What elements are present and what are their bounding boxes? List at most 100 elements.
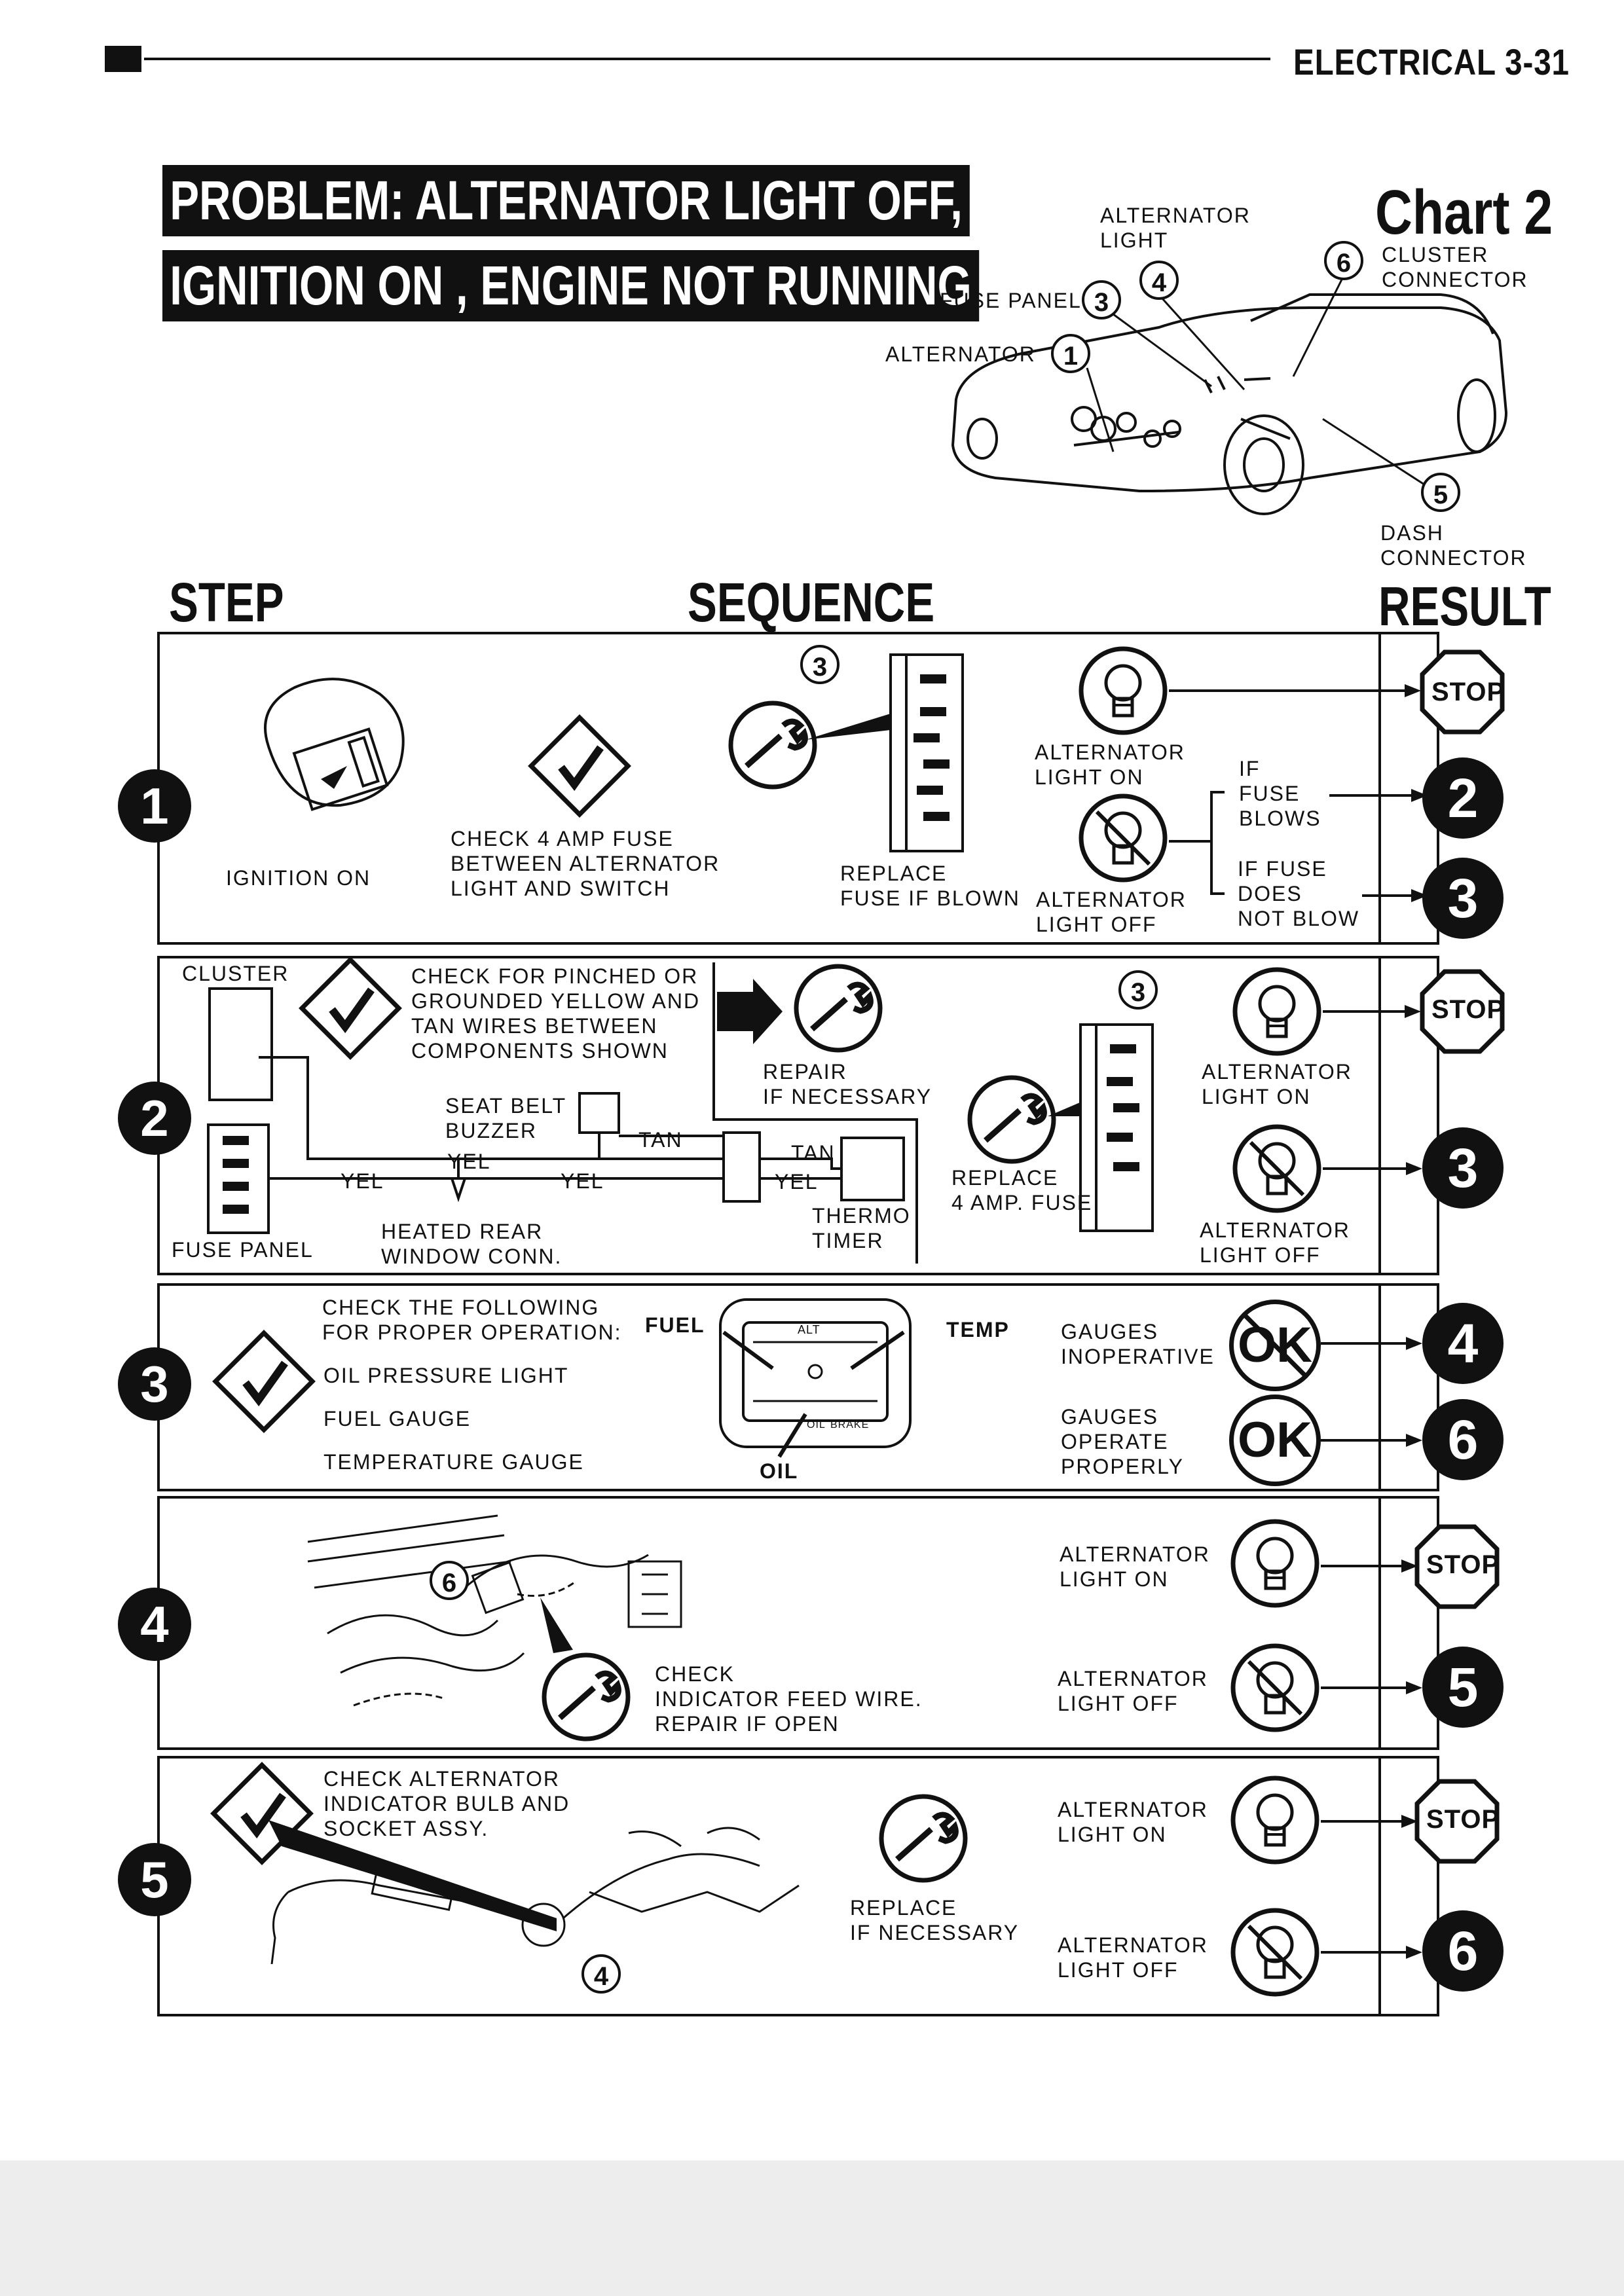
step-5-light-on-text: ALTERNATOR LIGHT ON bbox=[1058, 1798, 1208, 1846]
step-2-light-off-text: ALTERNATOR LIGHT OFF bbox=[1200, 1218, 1350, 1267]
step-1-number: 1 bbox=[118, 769, 191, 843]
callout-6: 6 bbox=[1324, 241, 1363, 280]
step-1-light-on-text: ALTERNATOR LIGHT ON bbox=[1035, 740, 1185, 789]
header-rule bbox=[144, 58, 1270, 60]
locator-alternator-label: ALTERNATOR bbox=[885, 342, 1036, 366]
step-2-wiring-diagram bbox=[207, 962, 918, 1264]
problem-title-line-2: IGNITION ON , ENGINE NOT RUNNING bbox=[162, 250, 979, 321]
bulb-socket-illustration bbox=[268, 1820, 800, 1965]
fuse-panel-label: FUSE PANEL bbox=[172, 1238, 314, 1262]
result-divider bbox=[1378, 956, 1381, 1273]
step-1-replace-text: REPLACE FUSE IF BLOWN bbox=[840, 862, 1020, 910]
step-5-light-off-text: ALTERNATOR LIGHT OFF bbox=[1058, 1933, 1208, 1982]
stop-sign-icon bbox=[1414, 1779, 1500, 1864]
bulb-on-icon bbox=[1230, 1519, 1320, 1608]
step-5-number: 5 bbox=[118, 1843, 191, 1916]
bulb-on-icon bbox=[1232, 967, 1321, 1056]
step-5-callout: 4 bbox=[581, 1954, 621, 1994]
step-4-result-5: 5 bbox=[1422, 1647, 1504, 1728]
step-5-result-arrows bbox=[1321, 1815, 1422, 1959]
result-divider bbox=[1378, 1756, 1381, 2014]
step-2-number: 2 bbox=[118, 1082, 191, 1155]
step-1-result-stop: STOP bbox=[1431, 678, 1505, 706]
stop-sign-icon bbox=[1414, 1524, 1500, 1609]
callout-5: 5 bbox=[1421, 473, 1460, 512]
callout-1: 1 bbox=[1051, 334, 1090, 373]
step-1-check-text: CHECK 4 AMP FUSE BETWEEN ALTERNATOR LIGH… bbox=[451, 827, 720, 900]
gauges-operate-text: GAUGES OPERATE PROPERLY bbox=[1061, 1405, 1184, 1478]
tan-wire-label-1: TAN bbox=[638, 1128, 683, 1152]
step-3-check-text: CHECK THE FOLLOWING FOR PROPER OPERATION… bbox=[322, 1296, 622, 1344]
callout-3: 3 bbox=[1082, 280, 1121, 319]
checkmark-diamond-icon bbox=[528, 714, 631, 818]
stop-sign-icon bbox=[1420, 969, 1505, 1054]
step-1-panel bbox=[157, 632, 1439, 945]
wrench-icon bbox=[967, 1075, 1056, 1164]
step-1-if-fuse-blows: IF FUSE BLOWS bbox=[1239, 757, 1321, 830]
cross-out-icon bbox=[1244, 1314, 1306, 1377]
step-4-light-off-text: ALTERNATOR LIGHT OFF bbox=[1058, 1667, 1208, 1715]
bulb-off-icon bbox=[1079, 793, 1168, 883]
step-2-result-stop: STOP bbox=[1431, 995, 1505, 1024]
problem-title-line-1: PROBLEM: ALTERNATOR LIGHT OFF, bbox=[162, 165, 970, 236]
thermo-timer-label: THERMO TIMER bbox=[812, 1204, 911, 1252]
step-5-check-text: CHECK ALTERNATOR INDICATOR BULB AND SOCK… bbox=[323, 1767, 570, 1840]
bulb-on-icon bbox=[1230, 1776, 1320, 1865]
step-4-light-on-text: ALTERNATOR LIGHT ON bbox=[1060, 1542, 1210, 1591]
result-divider bbox=[1378, 632, 1381, 943]
checkmark-diamond-icon bbox=[212, 1330, 316, 1433]
gauges-inoperative-text: GAUGES INOPERATIVE bbox=[1061, 1320, 1215, 1368]
step-2-callout: 3 bbox=[1118, 970, 1158, 1010]
bulb-on-icon bbox=[1079, 646, 1168, 735]
step-3-result-arrows bbox=[1321, 1337, 1422, 1447]
step-1-connectors bbox=[1169, 684, 1428, 902]
chart-title: Chart 2 bbox=[1375, 177, 1553, 247]
step-2-repair-text: REPAIR IF NECESSARY bbox=[763, 1060, 932, 1108]
instrument-cluster-illustration bbox=[719, 1298, 912, 1458]
step-1-callout: 3 bbox=[800, 645, 840, 684]
step-1-result-3: 3 bbox=[1422, 858, 1504, 939]
wrench-pointer bbox=[540, 1597, 573, 1653]
gauge-oil-label: OIL bbox=[807, 1419, 826, 1430]
ok-icon: OK bbox=[1229, 1394, 1321, 1486]
heated-rear-window-label: HEATED REAR WINDOW CONN. bbox=[381, 1220, 563, 1268]
yel-wire-label-4: YEL bbox=[775, 1170, 819, 1194]
bulb-off-icon bbox=[1232, 1124, 1321, 1213]
tan-wire-label-2: TAN bbox=[791, 1141, 836, 1165]
bulb-off-icon bbox=[1230, 1643, 1320, 1732]
step-2-replace-text: REPLACE 4 AMP. FUSE bbox=[951, 1166, 1093, 1214]
ignition-on-label: IGNITION ON bbox=[226, 866, 371, 890]
step-3-result-6: 6 bbox=[1422, 1399, 1504, 1480]
step-1-result-2: 2 bbox=[1422, 757, 1504, 839]
wrench-icon bbox=[879, 1794, 968, 1883]
step-column-heading: STEP bbox=[169, 572, 284, 633]
seat-belt-buzzer-label: SEAT BELT BUZZER bbox=[445, 1094, 567, 1142]
sequence-column-heading: SEQUENCE bbox=[688, 572, 935, 633]
yel-wire-label-1: YEL bbox=[447, 1150, 491, 1173]
step-2-check-text: CHECK FOR PINCHED OR GROUNDED YELLOW AND… bbox=[411, 964, 701, 1063]
cluster-label: CLUSTER bbox=[182, 962, 289, 985]
locator-cluster-connector-label: CLUSTER CONNECTOR bbox=[1382, 243, 1528, 291]
step-4-result-stop: STOP bbox=[1426, 1550, 1500, 1579]
scan-margin bbox=[0, 2160, 1624, 2296]
step-2-result-arrows bbox=[1323, 1005, 1422, 1175]
callout-4: 4 bbox=[1139, 261, 1179, 300]
fuel-label: FUEL bbox=[645, 1313, 705, 1337]
section-header: ELECTRICAL 3-31 bbox=[1293, 41, 1570, 82]
step-4-panel bbox=[157, 1496, 1439, 1750]
gauge-brake-label: BRAKE bbox=[830, 1419, 870, 1430]
stop-sign-icon bbox=[1420, 649, 1505, 735]
step-2-result-3: 3 bbox=[1422, 1127, 1504, 1209]
checkmark-diamond-icon bbox=[299, 957, 402, 1060]
step-5-result-6: 6 bbox=[1422, 1910, 1504, 1992]
step-1-if-fuse-not-blow: IF FUSE DOES NOT BLOW bbox=[1238, 857, 1360, 930]
wrench-icon bbox=[542, 1652, 631, 1741]
oil-pressure-light-item: OIL PRESSURE LIGHT bbox=[323, 1364, 569, 1387]
temperature-gauge-item: TEMPERATURE GAUGE bbox=[323, 1450, 584, 1474]
locator-fuse-panel-label: FUSE PANEL bbox=[940, 289, 1082, 312]
yel-wire-label-2: YEL bbox=[341, 1169, 384, 1193]
fuel-gauge-item: FUEL GAUGE bbox=[323, 1407, 471, 1430]
step-5-replace-text: REPLACE IF NECESSARY bbox=[850, 1896, 1020, 1944]
step-4-check-text: CHECK INDICATOR FEED WIRE. REPAIR IF OPE… bbox=[655, 1662, 923, 1736]
section-marker-icon bbox=[105, 46, 141, 72]
